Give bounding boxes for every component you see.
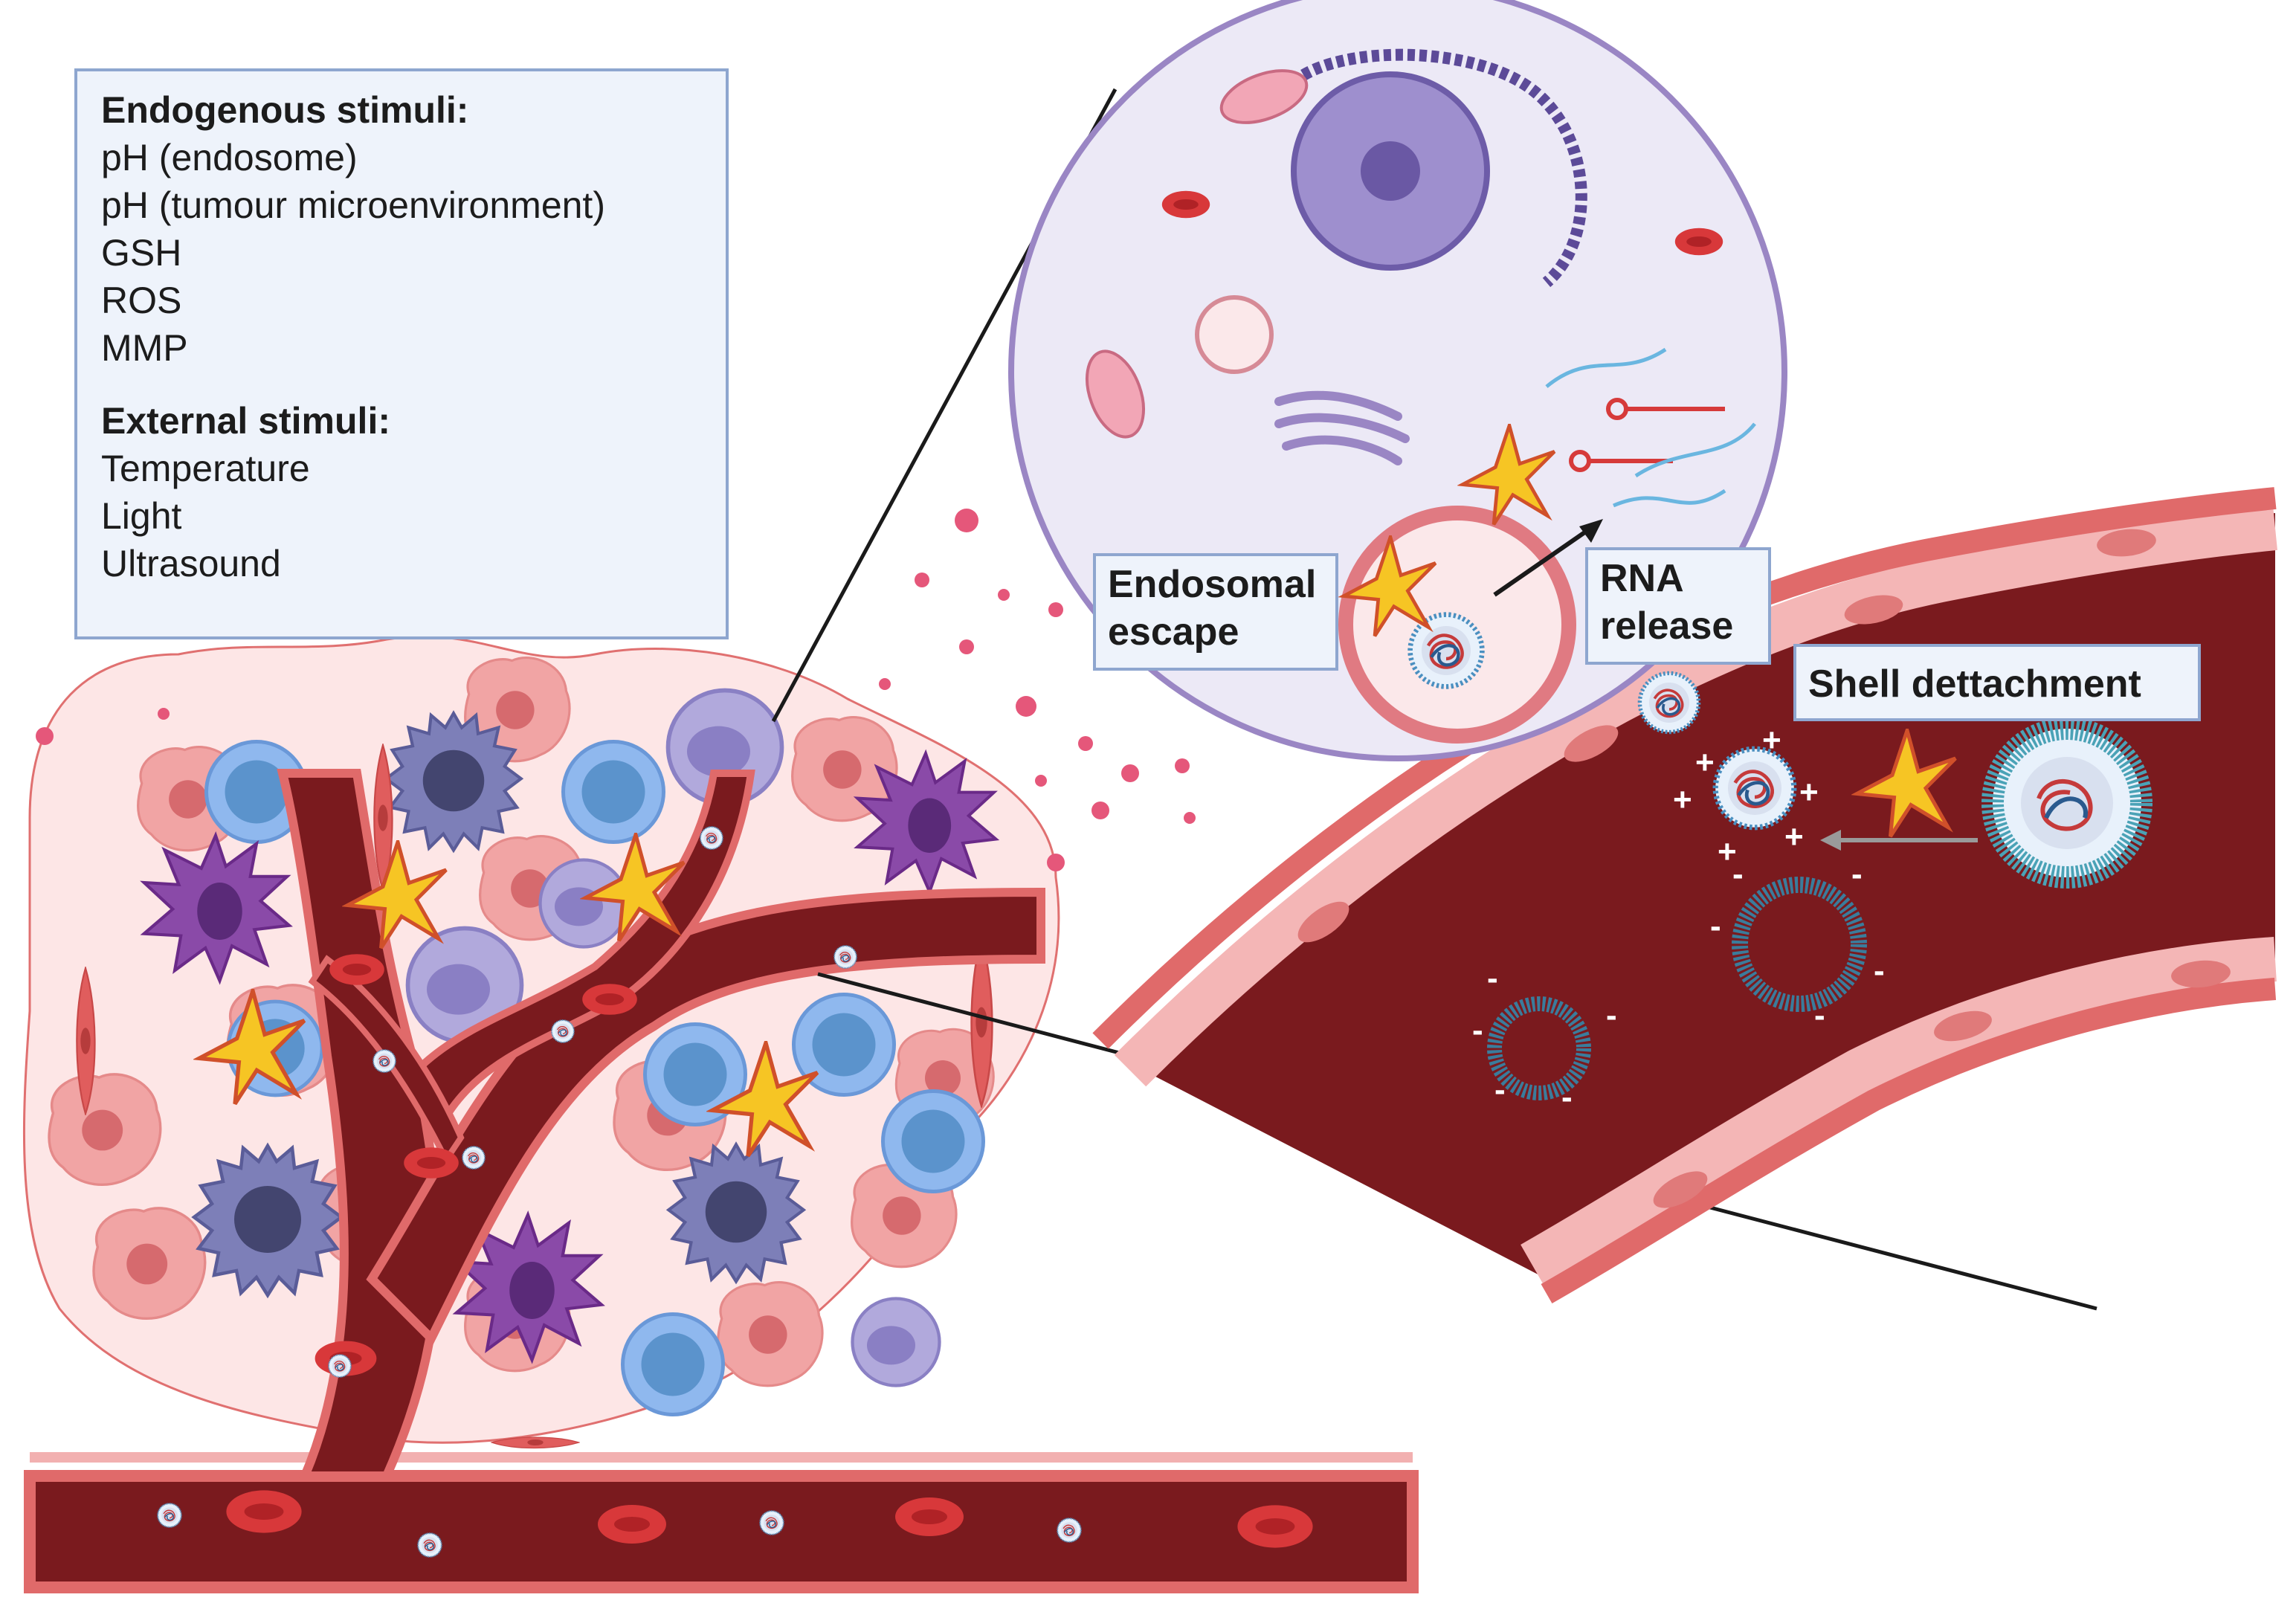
red-blood-cell-icon [1237, 1505, 1313, 1548]
label-line: release [1600, 604, 1734, 648]
plasma-cell-icon [541, 860, 628, 947]
negative-charge: - [1814, 997, 1825, 1034]
external-title: External stimuli: [101, 400, 390, 442]
empty-shell-icon [1487, 996, 1591, 1100]
mitochondrion-icon [1219, 69, 1309, 124]
endogenous-title: Endogenous stimuli: [101, 89, 469, 131]
nanoparticle-icon [157, 1503, 182, 1528]
label-line: escape [1108, 610, 1239, 654]
negative-charge: - [1874, 952, 1885, 989]
negative-charge: - [1494, 1071, 1506, 1108]
lysosome-icon [1195, 295, 1274, 374]
endogenous-item: GSH [101, 232, 182, 274]
shell-detachment-label: Shell dettachment [1793, 644, 2201, 721]
red-blood-cell-icon [404, 1147, 459, 1178]
release-arrow [1493, 526, 1593, 597]
b-cell-icon [623, 1315, 723, 1415]
endogenous-item: pH (endosome) [101, 137, 358, 178]
negative-charge: - [1710, 908, 1721, 944]
nanoparticle-icon [417, 1532, 442, 1558]
positive-charge: + [1799, 774, 1819, 810]
positive-charge: + [1695, 744, 1715, 781]
nanoparticle-icon [759, 1510, 784, 1535]
red-blood-cell-icon [226, 1490, 302, 1533]
nanoparticle-icon [551, 1019, 575, 1043]
tumour-blood-vessels [24, 769, 1419, 1593]
plasma-cell-icon [853, 1299, 940, 1386]
red-blood-cell-icon [582, 984, 637, 1015]
label-line: Endosomal [1108, 563, 1317, 606]
endogenous-item: ROS [101, 280, 182, 321]
positive-charge: + [1673, 781, 1692, 818]
nanoparticle-icon [1639, 673, 1698, 732]
nanoparticle-icon [373, 1049, 396, 1073]
external-item: Temperature [101, 448, 310, 489]
stimuli-legend-box: Endogenous stimuli: pH (endosome) pH (tu… [74, 68, 729, 639]
negative-charge: - [1487, 960, 1498, 996]
red-blood-cell-icon [1674, 228, 1723, 256]
red-blood-cell-icon [1161, 190, 1210, 219]
endosomal-escape-label: Endosomal escape [1093, 553, 1338, 671]
external-item: Light [101, 495, 182, 537]
external-item: Ultrasound [101, 543, 281, 584]
red-blood-cell-icon [329, 954, 384, 985]
surface-charges: + + + + + + - - - - - - - - - - [1472, 722, 1885, 1115]
rna-hairpin-icon [1569, 398, 1725, 472]
negative-charge: - [1606, 997, 1617, 1034]
nanoparticle-icon [700, 826, 723, 850]
red-blood-cell-icon [598, 1505, 666, 1544]
nanoparticle-icon [328, 1354, 352, 1378]
coated-nanoparticle-icon [1981, 718, 2152, 889]
positive-charge: + [1762, 722, 1781, 758]
negative-charge: - [1472, 1012, 1483, 1048]
negative-charge: - [1561, 1079, 1573, 1115]
positive-charge: + [1718, 833, 1737, 870]
b-cell-icon [883, 1092, 984, 1192]
b-cell-icon [564, 742, 664, 842]
negative-charge: - [1851, 856, 1863, 892]
nanoparticle-icon [1715, 749, 1794, 828]
negative-charge: - [1732, 856, 1744, 892]
nanoparticle-icon [462, 1146, 486, 1170]
endogenous-item: MMP [101, 327, 188, 369]
empty-shell-icon [1732, 877, 1867, 1012]
rna-release-label: RNA release [1585, 547, 1771, 665]
nanoparticle-icon [1410, 615, 1483, 687]
vessel-nanoparticles [1487, 673, 2152, 1100]
golgi-icon [1274, 390, 1410, 465]
mitochondrion-icon [1086, 349, 1145, 439]
red-blood-cell-icon [895, 1497, 964, 1536]
label-line: Shell dettachment [1808, 662, 2141, 706]
positive-charge: + [1784, 819, 1804, 855]
nanoparticle-icon [833, 945, 857, 969]
label-line: RNA [1600, 557, 1684, 600]
nanoparticle-icon [1057, 1518, 1082, 1543]
endogenous-item: pH (tumour microenvironment) [101, 184, 605, 226]
